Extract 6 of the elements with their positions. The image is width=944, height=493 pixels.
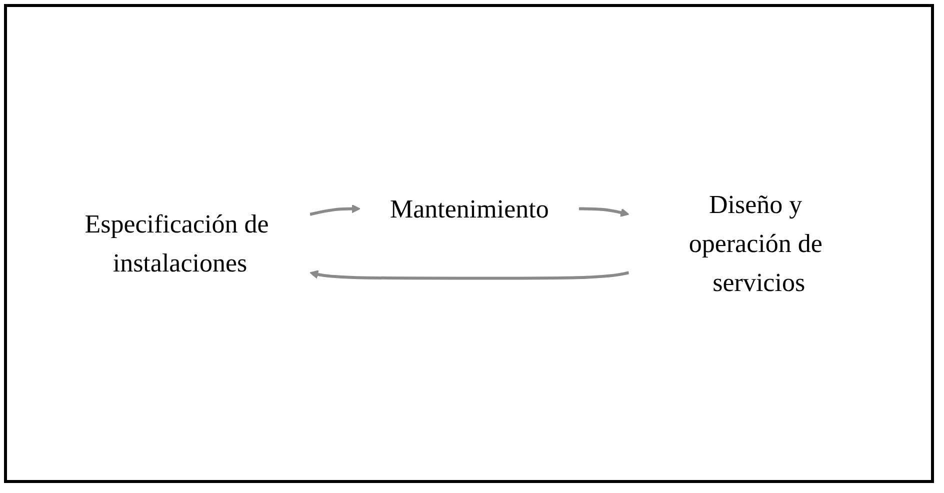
node-text: Especificación de instalaciones: [84, 210, 268, 278]
arrow: [309, 204, 360, 216]
arrow: [578, 207, 629, 217]
node-text: Diseño y operación de servicios: [688, 190, 822, 297]
node-text: Mantenimiento: [390, 194, 548, 224]
arrow: [309, 270, 629, 280]
